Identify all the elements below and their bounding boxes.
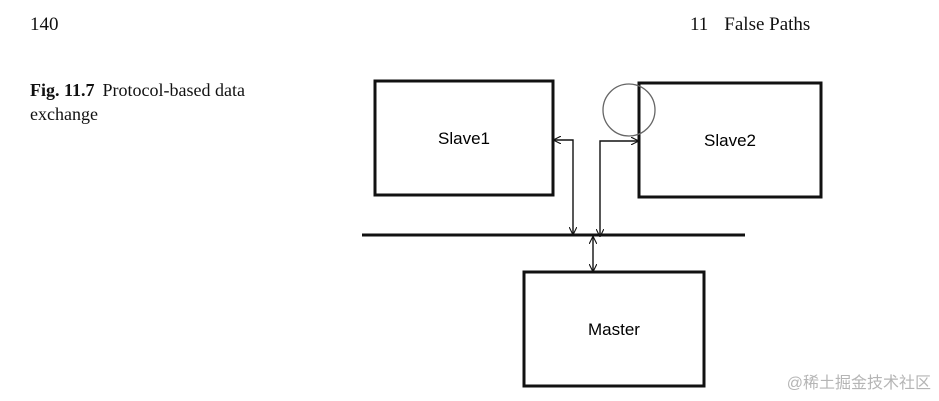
slave2-label: Slave2 — [704, 131, 756, 150]
slave1-box — [373, 79, 555, 197]
running-head: 11 False Paths — [690, 14, 810, 36]
master-label: Master — [588, 320, 640, 339]
master-box — [522, 270, 706, 388]
slave2-bus-connector — [600, 141, 638, 236]
figure-label: Fig. 11.7 — [30, 80, 95, 100]
highlight-circle — [602, 83, 656, 137]
watermark: @稀土掘金技术社区 — [786, 375, 931, 392]
chapter-number: 11 — [690, 14, 709, 35]
slave1-bus-connector — [554, 140, 573, 234]
chapter-title: False Paths — [724, 14, 811, 35]
slave2-box — [637, 81, 823, 199]
figure-caption-text: Protocol-based data exchange — [30, 80, 245, 124]
page-number: 140 — [30, 14, 59, 35]
slave1-label: Slave1 — [438, 129, 490, 148]
